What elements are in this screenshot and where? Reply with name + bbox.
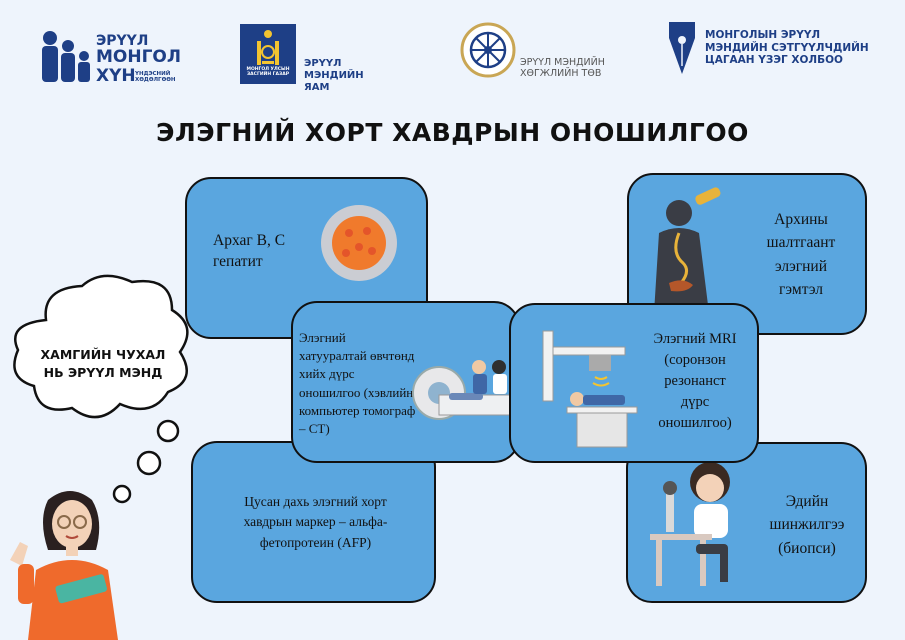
card-alcohol-text: Архины шалтгаант элэгний гэмтэл [766, 211, 836, 298]
virus-icon [321, 205, 397, 281]
logo4-text: МОНГОЛЫН ЭРҮҮЛ МЭНДИЙН СЭТГҮҮЛЧДИЙН ЦАГА… [705, 29, 869, 67]
microscope-girl-icon [650, 462, 730, 586]
logo1-tagline: ҮНДЭСНИЙ ХӨДӨЛГӨӨН [135, 71, 176, 83]
card-afp-text: Цусан дахь элэгний хорт хавдрын маркер –… [243, 494, 388, 550]
card-hepatitis-text: Архаг B, C гепатит [213, 232, 286, 270]
speech-bubble-text: ХАМГИЙН ЧУХАЛ НЬ ЭРҮҮЛ МЭНД [40, 347, 166, 380]
soyombo-emblem-icon: МОНГОЛ УЛСЫН ЗАСГИЙН ГАЗАР [240, 24, 296, 84]
card-ct: Элэгний хатууралтай өвчтөнд хийх дүрс он… [291, 301, 520, 463]
dharma-wheel-icon [460, 22, 516, 78]
card-biopsy-text: Эдийн шинжилгээ (биопси) [769, 493, 845, 557]
card-biopsy: Эдийн шинжилгээ (биопси) [626, 442, 867, 603]
family-figures-icon [42, 31, 90, 82]
logo3-text: ЭРҮҮЛ МЭНДИЙН ХӨГЖЛИЙН ТӨВ [520, 57, 605, 80]
teacher-woman-icon [10, 491, 118, 640]
drinking-person-icon [654, 187, 721, 313]
logo2-text: ЭРҮҮЛ МЭНДИЙН ЯАМ [304, 58, 364, 93]
logo1-line1: ЭРҮҮЛ [96, 33, 149, 49]
logo-healthy-mongolian: ЭРҮҮЛ МОНГОЛ ХҮН ҮНДЭСНИЙ ХӨДӨЛГӨӨН [38, 24, 188, 94]
logo-ministry-of-health: МОНГОЛ УЛСЫН ЗАСГИЙН ГАЗАР ЭРҮҮЛ МЭНДИЙН… [240, 24, 390, 93]
logo2-caption: МОНГОЛ УЛСЫН ЗАСГИЙН ГАЗАР [246, 67, 290, 77]
ct-scanner-icon [412, 360, 516, 420]
card-afp: Цусан дахь элэгний хорт хавдрын маркер –… [191, 441, 436, 603]
card-ct-text: Элэгний хатууралтай өвчтөнд хийх дүрс он… [299, 330, 416, 436]
card-mri-text: Элэгний MRI (соронзон резонанст дүрс оно… [653, 331, 737, 432]
card-mri: Элэгний MRI (соронзон резонанст дүрс оно… [509, 303, 759, 463]
pen-nib-icon [669, 22, 695, 74]
logo-journalists-association: МОНГОЛЫН ЭРҮҮЛ МЭНДИЙН СЭТГҮҮЛЧДИЙН ЦАГА… [665, 20, 885, 84]
mri-scanner-icon [542, 330, 638, 448]
logo1-line2: МОНГОЛ [96, 47, 181, 67]
logo-health-development-center: ЭРҮҮЛ МЭНДИЙН ХӨГЖЛИЙН ТӨВ [458, 20, 618, 84]
logo1-line3: ХҮН [96, 66, 136, 86]
thought-cloud-icon [13, 274, 189, 504]
page-title: ЭЛЭГНИЙ ХОРТ ХАВДРЫН ОНОШИЛГОО [156, 118, 749, 147]
